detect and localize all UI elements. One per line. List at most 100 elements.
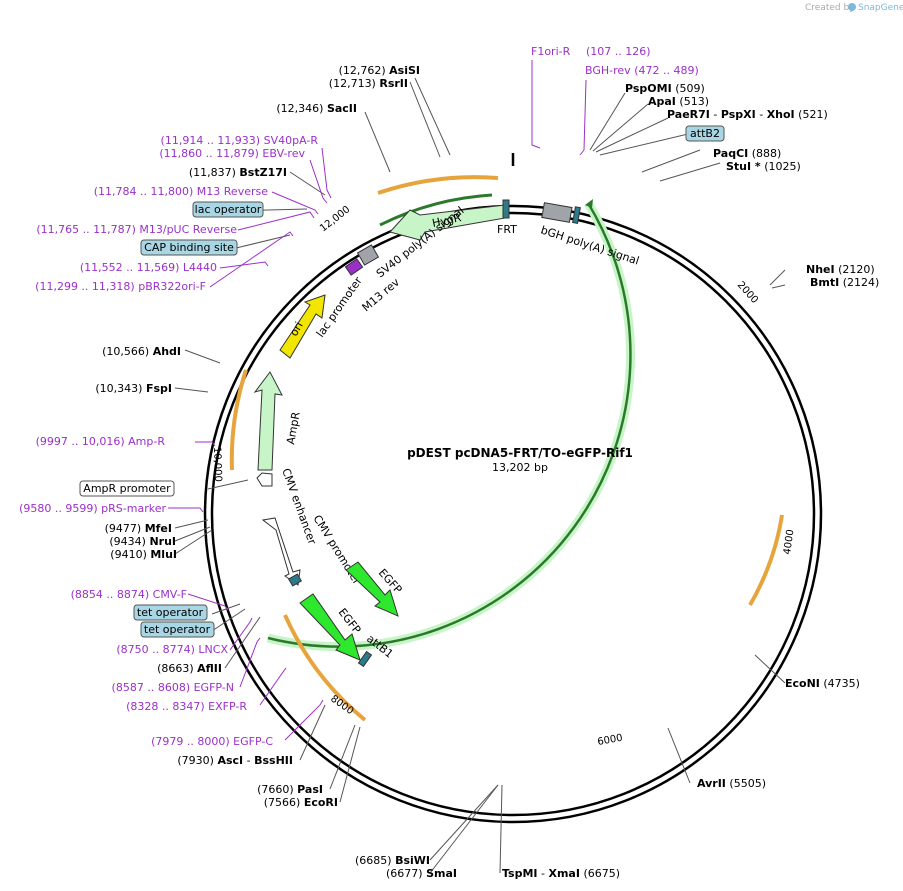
tet-operator-box-1[interactable]: [133, 604, 208, 621]
ori-arrow[interactable]: [279, 294, 326, 359]
site-apai[interactable]: ApaI (513): [648, 95, 709, 108]
tick-10000: 10,000: [211, 447, 223, 482]
cmv-enhancer-label: CMV enhancer: [279, 467, 319, 547]
cmv-box: [287, 573, 303, 587]
plasmid-size: 13,202 bp: [492, 461, 548, 474]
cap-binding-site-label: CAP binding site: [144, 241, 234, 254]
cap-binding-site-box[interactable]: [140, 239, 238, 256]
insert-arc-inner: [267, 202, 632, 648]
tick-4000: 4000: [782, 529, 796, 556]
primer-pbr322ori-f[interactable]: (11,299 .. 11,318) pBR322ori-F: [35, 280, 206, 293]
insert-arc-head: [585, 199, 593, 208]
attb1-box[interactable]: [357, 650, 373, 668]
primer-arc-top: [377, 175, 499, 195]
tick-6000: 6000: [597, 733, 624, 748]
primer-m13-puc-reverse[interactable]: (11,765 .. 11,787) M13/pUC Reverse: [36, 223, 237, 236]
ori-label: ori: [287, 320, 305, 339]
site-paer7i[interactable]: PaeR7I - PspXI - XhoI (521): [667, 108, 828, 121]
site-asisi[interactable]: (12,762) AsiSI: [339, 64, 420, 77]
site-mfei[interactable]: (9477) MfeI: [105, 522, 172, 535]
lac-operator-label: lac operator: [195, 203, 262, 216]
site-tspmi[interactable]: TspMI - XmaI (6675): [502, 867, 620, 880]
primer-sv40pa-r[interactable]: (11,914 .. 11,933) SV40pA-R: [161, 134, 319, 147]
hygr-arrow[interactable]: [389, 204, 506, 241]
credit-text: Created by: [805, 3, 855, 13]
primer-lncx[interactable]: (8750 .. 8774) LNCX: [116, 643, 228, 656]
brand-text[interactable]: SnapGene: [858, 3, 903, 13]
ampr-label: AmpR: [284, 411, 303, 446]
primer-egfp-n[interactable]: (8587 .. 8608) EGFP-N: [112, 681, 234, 694]
primer-ebv-rev[interactable]: (11,860 .. 11,879) EBV-rev: [159, 147, 305, 160]
frt-label: FRT: [497, 223, 517, 236]
ampr-promoter-arrow: [256, 472, 273, 487]
inner-arc-top: [379, 193, 493, 227]
site-asci[interactable]: (7930) AscI - BssHII: [177, 754, 293, 767]
tet-operator-label-1: tet operator: [137, 606, 204, 619]
site-sacii[interactable]: (12,346) SacII: [276, 102, 357, 115]
plasmid-name: pDEST pcDNA5-FRT/TO-eGFP-Rif1: [407, 446, 633, 460]
site-pspomi[interactable]: PspOMI (509): [625, 82, 705, 95]
site-fspi[interactable]: (10,343) FspI: [95, 382, 172, 395]
site-labels: (12,762) AsiSI (12,713) RsrII (12,346) S…: [95, 64, 457, 880]
site-bmti[interactable]: BmtI (2124): [810, 276, 879, 289]
tet-operator-label-2: tet operator: [144, 623, 211, 636]
primer-exfp-r[interactable]: (8328 .. 8347) EXFP-R: [126, 700, 247, 713]
boxed-feature-labels: lac operator CAP binding site AmpR promo…: [79, 125, 725, 638]
lac-element-box: [344, 258, 364, 276]
site-bstz17i[interactable]: (11,837) BstZ17I: [189, 166, 287, 179]
lac-operator-box[interactable]: [192, 201, 264, 218]
ampr-promoter-box[interactable]: [79, 480, 175, 497]
primer-egfp-c[interactable]: (7979 .. 8000) EGFP-C: [151, 735, 273, 748]
bgh-small-box: [572, 206, 581, 224]
site-pasi[interactable]: (7660) PasI: [257, 783, 323, 796]
site-bsiwi[interactable]: (6685) BsiWI: [355, 854, 430, 867]
site-leaders: [174, 77, 786, 874]
site-econi[interactable]: EcoNI (4735): [785, 677, 860, 690]
snapgene-logo-icon: [848, 3, 856, 11]
hygr-label: HygR: [431, 211, 463, 230]
site-ecori[interactable]: (7566) EcoRI: [264, 796, 338, 809]
site-paqci[interactable]: PaqCI (888): [713, 147, 781, 160]
primer-bgh-rev[interactable]: BGH-rev (472 .. 489): [585, 64, 699, 77]
bgh-polya-label: bGH poly(A) signal: [539, 223, 641, 267]
primer-arc-bottom: [283, 614, 367, 722]
frt-box[interactable]: [502, 199, 510, 219]
primer-leaders: [168, 60, 587, 741]
primer-prs-marker[interactable]: (9580 .. 9599) pRS-marker: [19, 502, 166, 515]
site-labels-right: TspMI - XmaI (6675) AvrII (5505) EcoNI (…: [502, 82, 879, 880]
cmv-enhancer-arrow[interactable]: [261, 517, 301, 586]
primer-cmv-f[interactable]: (8854 .. 8874) CMV-F: [71, 588, 187, 601]
primer-107-126[interactable]: (107 .. 126): [586, 45, 651, 58]
insert-arc-outer: [266, 200, 635, 652]
primer-arc-left: [229, 369, 248, 471]
tet-operator-box-2[interactable]: [140, 621, 215, 638]
site-ahdi[interactable]: (10,566) AhdI: [102, 345, 181, 358]
primer-amp-r[interactable]: (9997 .. 10,016) Amp-R: [36, 435, 166, 448]
primer-m13-reverse[interactable]: (11,784 .. 11,800) M13 Reverse: [94, 185, 268, 198]
ampr-promoter-label: AmpR promoter: [83, 482, 171, 495]
egfp-arrow-1[interactable]: [345, 561, 399, 617]
tick-12000: 12,000: [318, 204, 352, 234]
site-mlui[interactable]: (9410) MluI: [110, 548, 177, 561]
egfp-arrow-2[interactable]: [299, 593, 361, 661]
backbone-outer: [203, 204, 823, 824]
primer-l4440[interactable]: (11,552 .. 11,569) L4440: [80, 261, 217, 274]
site-smai[interactable]: (6677) SmaI: [386, 867, 457, 880]
bgh-polya-box[interactable]: [541, 202, 573, 223]
attb2-box[interactable]: [685, 125, 725, 142]
sv40-polya-box[interactable]: [356, 244, 380, 266]
backbone-inner: [210, 211, 816, 817]
primer-f1ori-r[interactable]: F1ori-R: [531, 45, 571, 58]
ampr-arrow[interactable]: [253, 371, 283, 471]
site-stui[interactable]: StuI * (1025): [726, 160, 801, 173]
primer-arc-right: [748, 514, 784, 607]
site-aflii[interactable]: (8663) AflII: [157, 662, 222, 675]
primer-labels: (11,914 .. 11,933) SV40pA-R (11,860 .. 1…: [19, 45, 699, 748]
site-avrii[interactable]: AvrII (5505): [697, 777, 766, 790]
m13-rev-label: M13 rev: [360, 275, 403, 314]
tick-2000: 2000: [735, 280, 760, 306]
site-nhei[interactable]: NheI (2120): [806, 263, 875, 276]
site-rsrii[interactable]: (12,713) RsrII: [329, 77, 408, 90]
site-nrui[interactable]: (9434) NruI: [109, 535, 176, 548]
